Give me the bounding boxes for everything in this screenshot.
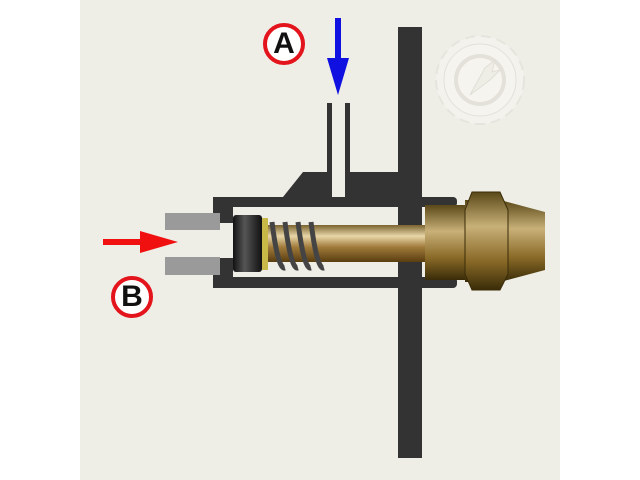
inlet-a-arrow <box>327 18 349 95</box>
inlet-b-arrow <box>103 231 178 253</box>
gear-wrench-icon <box>435 35 525 125</box>
hex-nut <box>464 191 509 291</box>
valve-seal <box>233 215 262 272</box>
label-b: B <box>111 276 153 318</box>
washer <box>262 218 268 270</box>
valve-housing <box>213 103 457 288</box>
label-a: A <box>263 23 305 65</box>
fitting-body <box>425 205 467 280</box>
inlet-b-pipe <box>165 213 220 275</box>
spring <box>269 221 325 271</box>
